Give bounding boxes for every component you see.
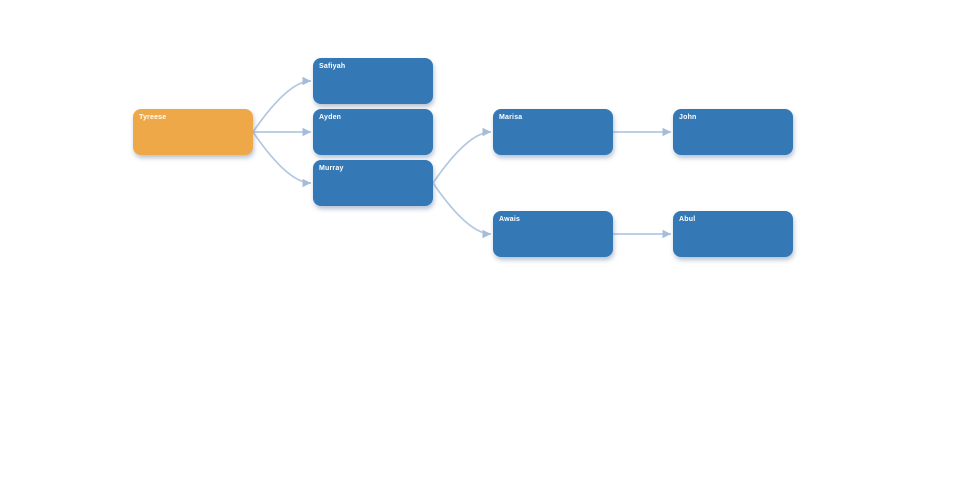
node-murray[interactable]: Murray <box>313 160 433 206</box>
edge-murray-awais <box>432 182 492 239</box>
node-label: Murray <box>319 165 344 172</box>
node-awais[interactable]: Awais <box>493 211 613 257</box>
node-label: Safiyah <box>319 63 346 70</box>
node-label: Awais <box>499 216 521 223</box>
node-label: Abul <box>679 216 696 223</box>
node-safiyah[interactable]: Safiyah <box>313 58 433 104</box>
node-label: Tyreese <box>139 114 167 121</box>
node-tyreese[interactable]: Tyreese <box>133 109 253 155</box>
node-ayden[interactable]: Ayden <box>313 109 433 155</box>
edge-tyreese-safiyah <box>252 76 312 133</box>
node-marisa[interactable]: Marisa <box>493 109 613 155</box>
node-john[interactable]: John <box>673 109 793 155</box>
edge-murray-marisa <box>432 127 492 184</box>
edge-tyreese-murray <box>252 131 312 188</box>
node-label: Marisa <box>499 114 523 121</box>
node-label: John <box>679 114 697 121</box>
node-label: Ayden <box>319 114 342 121</box>
node-abul[interactable]: Abul <box>673 211 793 257</box>
